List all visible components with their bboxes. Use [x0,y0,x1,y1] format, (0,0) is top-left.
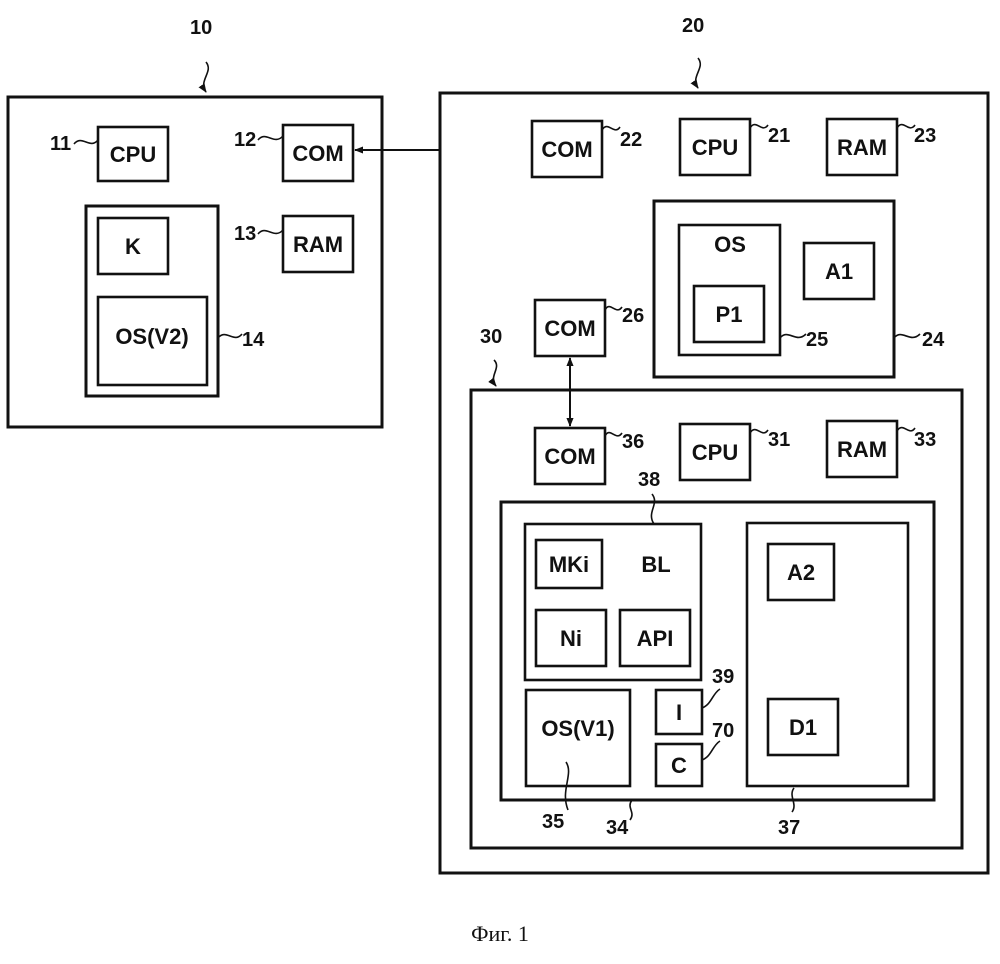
figure-caption: Фиг. 1 [471,921,529,946]
ref-20: 20 [682,15,704,37]
ref-30: 30 [480,326,502,348]
com-36-label: COM [544,444,595,469]
bl-label: BL [641,552,670,577]
ref-33: 33 [914,429,936,451]
mki-label: MKi [549,552,589,577]
os-label: OS [714,232,746,257]
com-26-label: COM [544,316,595,341]
ref-23: 23 [914,125,936,147]
d1-label: D1 [789,715,817,740]
ref-39: 39 [712,666,734,688]
ref-38: 38 [638,469,660,491]
ref-31: 31 [768,429,790,451]
ram-13-label: RAM [293,232,343,257]
os-v1-label: OS(V1) [541,716,614,741]
ref-35: 35 [542,811,564,833]
cpu-31-label: CPU [692,440,738,465]
a2-label: A2 [787,560,815,585]
ref-70: 70 [712,720,734,742]
a1-label: A1 [825,259,853,284]
cpu-11-label: CPU [110,142,156,167]
ref-21: 21 [768,125,790,147]
i-label: I [676,700,682,725]
c-label: C [671,753,687,778]
cpu-21-label: CPU [692,135,738,160]
ref-13: 13 [234,223,256,245]
ref-26: 26 [622,305,644,327]
ref-24: 24 [922,329,945,351]
ref-34: 34 [606,817,629,839]
ref-12: 12 [234,129,256,151]
ram-33-label: RAM [837,437,887,462]
ref-25: 25 [806,329,828,351]
ni-label: Ni [560,626,582,651]
ram-23-label: RAM [837,135,887,160]
com-12-label: COM [292,141,343,166]
os-v2-label: OS(V2) [115,324,188,349]
p1-label: P1 [716,302,743,327]
ref-10: 10 [190,17,212,39]
ref-36: 36 [622,431,644,453]
com-22-label: COM [541,137,592,162]
ref-22: 22 [620,129,642,151]
ref-14: 14 [242,329,265,351]
api-label: API [637,626,674,651]
ref-37: 37 [778,817,800,839]
ref-11: 11 [50,133,71,155]
k-label: K [125,234,141,259]
